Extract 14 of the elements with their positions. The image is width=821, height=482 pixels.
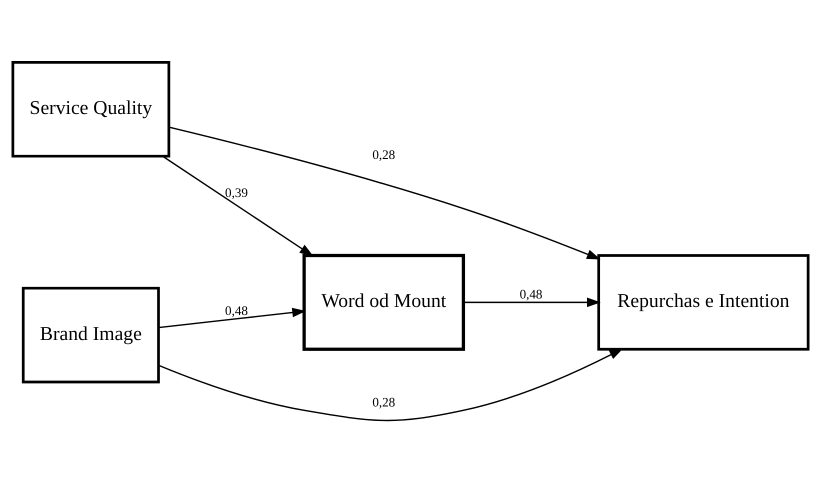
node-box: Brand Image: [22, 286, 160, 383]
arrow: [158, 348, 624, 421]
node-box: Word od Mount: [302, 253, 466, 350]
arrow: [169, 126, 601, 259]
arrow: [464, 297, 601, 307]
edge-label: 0,39: [225, 184, 248, 200]
node-box: Repurchas e Intention: [597, 254, 810, 350]
edge-label: 0,28: [372, 394, 396, 410]
arrow: [162, 155, 314, 256]
edge-label: 0,28: [372, 146, 396, 162]
edge-label: 0,48: [520, 286, 542, 302]
edge-label: 0,48: [225, 302, 248, 318]
arrow: [158, 307, 306, 328]
node-box: Service Quality: [12, 60, 170, 158]
